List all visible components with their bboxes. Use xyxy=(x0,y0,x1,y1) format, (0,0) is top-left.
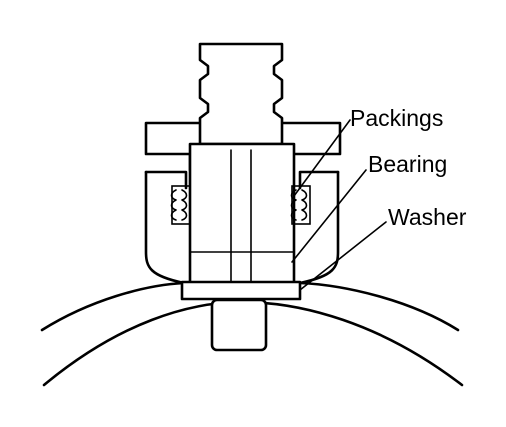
housing-shoulder-right xyxy=(298,170,340,190)
washer xyxy=(180,280,302,301)
label-packings: Packings xyxy=(350,105,443,131)
lower-stem xyxy=(210,298,268,352)
stem-body xyxy=(188,142,296,292)
housing-shoulder-left xyxy=(144,170,188,190)
label-washer: Washer xyxy=(388,204,467,230)
leader-packings xyxy=(293,119,351,197)
stem-head xyxy=(198,42,284,146)
housing-left-wall xyxy=(144,170,186,285)
label-bearing: Bearing xyxy=(368,151,447,177)
packings-left xyxy=(170,189,188,221)
body-outer-curve-left xyxy=(40,281,186,332)
body-outer-curve-right xyxy=(298,281,460,332)
packing-box-left xyxy=(171,185,191,225)
leader-bearing xyxy=(291,169,367,263)
housing-right-wall xyxy=(298,170,340,285)
leader-washer xyxy=(299,221,387,291)
